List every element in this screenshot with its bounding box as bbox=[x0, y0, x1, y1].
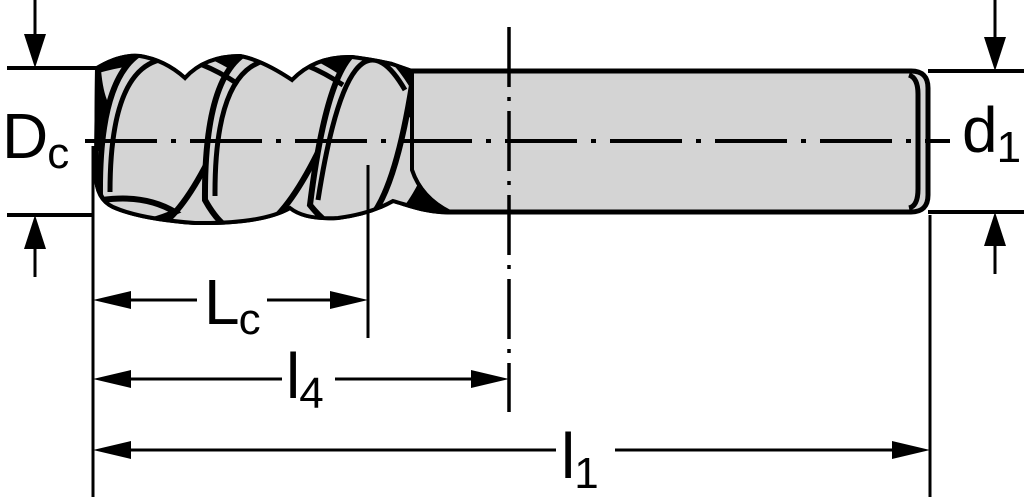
Dc-top-arrowhead bbox=[24, 34, 46, 68]
label-d1-main: d bbox=[962, 94, 998, 166]
l4-right-arrowhead bbox=[471, 370, 509, 388]
label-Dc-sub: c bbox=[47, 129, 70, 178]
label-l4: l4 bbox=[286, 344, 324, 416]
d1-top-arrowhead bbox=[984, 37, 1006, 71]
label-Dc-main: D bbox=[2, 100, 48, 172]
d1-bottom-arrowhead bbox=[984, 212, 1006, 246]
label-Lc-main: L bbox=[204, 266, 240, 338]
label-Lc-sub: c bbox=[238, 295, 261, 344]
flute-edge-accent-3 bbox=[315, 57, 408, 201]
label-Dc: Dc bbox=[2, 104, 69, 176]
shank-end-cap-line bbox=[907, 72, 921, 211]
label-d1-sub: 1 bbox=[996, 123, 1022, 172]
dimension-l1 bbox=[93, 441, 930, 459]
flute-edge-accent-2 bbox=[212, 56, 345, 197]
label-l4-main: l bbox=[286, 340, 300, 412]
l1-left-arrowhead bbox=[93, 441, 131, 459]
label-Lc: Lc bbox=[204, 270, 261, 342]
Lc-left-arrowhead bbox=[93, 291, 131, 309]
flute-edge-accent-1 bbox=[107, 55, 240, 193]
Dc-bottom-arrowhead bbox=[24, 215, 46, 249]
dimension-d1 bbox=[928, 0, 1024, 274]
label-l4-sub: 4 bbox=[299, 369, 324, 418]
label-d1: d1 bbox=[962, 98, 1021, 170]
dimension-Dc bbox=[7, 0, 97, 277]
flute-outline bbox=[93, 53, 451, 226]
label-l1-sub: 1 bbox=[574, 449, 599, 498]
label-l1-main: l bbox=[561, 420, 575, 492]
dimension-l4 bbox=[93, 370, 509, 388]
Lc-right-arrowhead bbox=[330, 291, 368, 309]
l4-left-arrowhead bbox=[93, 370, 131, 388]
dimension-Lc bbox=[93, 291, 368, 309]
l1-right-arrowhead bbox=[892, 441, 930, 459]
label-l1: l1 bbox=[561, 424, 599, 496]
